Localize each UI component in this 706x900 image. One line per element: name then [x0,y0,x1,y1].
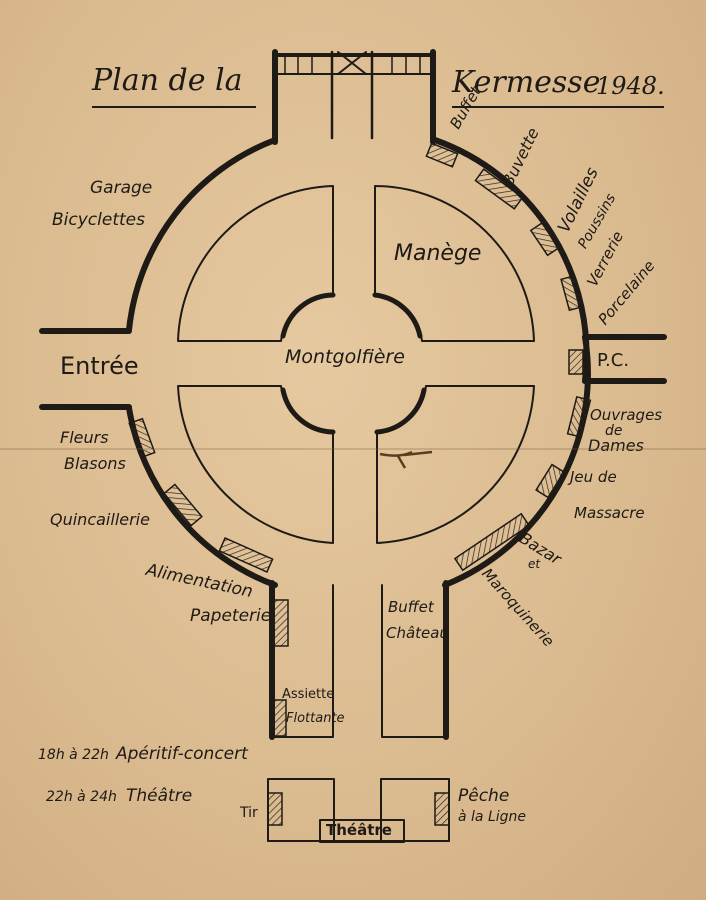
stand-verrerie [560,274,584,312]
stand-bazar [453,512,531,572]
label-tir: Tir [240,805,258,821]
label-buffet-chateau-1: Buffet [388,598,434,616]
right-road [582,334,667,384]
label-buffet-chateau-2: Château [386,624,449,642]
stand-tir [267,792,283,826]
title-part-1: Plan de la [92,63,243,98]
label-papeterie: Papeterie [190,606,272,626]
label-dames: Dames [588,436,644,455]
label-bicyclettes: Bicyclettes [52,210,145,230]
stand-quincaillerie [163,483,203,527]
label-jeu-de: Jeu de [570,468,617,486]
label-garage: Garage [90,178,153,198]
center-label: Montgolfière [285,346,405,368]
schedule-1-hours: 18h à 22h [38,747,109,763]
label-blasons: Blasons [64,454,126,473]
entrance-label: Entrée [60,352,139,380]
label-ouvrages: Ouvrages [590,406,663,424]
stand-papeterie [271,599,289,647]
stand-jeu-massacre [535,463,565,499]
outer-ring [126,137,591,588]
ride-label: Manège [394,241,482,266]
stand-volailles [529,221,561,257]
stand-buffet [425,142,459,168]
label-massacre: Massacre [574,504,645,522]
stand-fleurs [128,417,156,459]
label-fleurs: Fleurs [60,428,109,447]
schedule-2-hours: 22h à 24h [46,789,117,805]
label-de: de [605,423,623,439]
label-theatre-stage: Théâtre [326,821,392,839]
schedule-1-event: Apéritif-concert [116,744,248,764]
top-gate [272,49,436,145]
stand-ouvrages [566,395,592,439]
stand-assiette [271,699,287,737]
entrance-road [39,328,132,410]
label-a-la-ligne: à la Ligne [458,809,527,825]
paper-fold [0,448,706,450]
title-underline-2 [452,106,664,108]
stand-buvette [474,168,524,210]
label-quincaillerie: Quincaillerie [50,510,150,529]
stand-peche [434,792,450,826]
stand-pc [568,349,584,375]
pc-label: P.C. [597,350,630,371]
quadrant-bottom-right [376,385,535,544]
title-underline-1 [92,106,256,108]
label-assiette: Assiette [282,687,335,702]
label-et: et [528,557,541,571]
title-year: 1948. [596,72,665,100]
label-flottante: Flottante [286,711,345,726]
quadrant-top-left [177,185,334,342]
stand-alimentation [218,537,274,573]
quadrant-bottom-left [177,385,334,544]
label-peche: Pêche [458,786,510,806]
pin-mark [379,450,433,469]
schedule-2-event: Théâtre [126,786,193,806]
title-part-2: Kermesse [452,65,601,100]
